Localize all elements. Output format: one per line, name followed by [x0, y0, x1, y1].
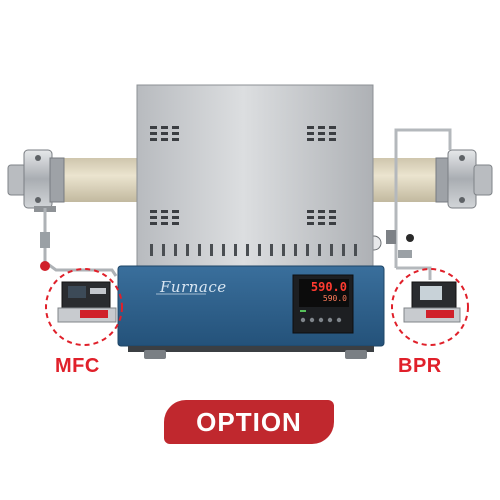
mfc-label: MFC: [55, 355, 100, 377]
furnace-cabinet: [136, 84, 374, 271]
option-button-label: OPTION: [196, 406, 302, 437]
furnace-brand-logo: Furnace: [160, 278, 227, 296]
outlet-gas-line: [366, 128, 452, 280]
vent-slots: [150, 126, 336, 225]
controller-set-value: 590.0: [322, 294, 347, 303]
mfc-unit: [45, 268, 123, 346]
bpr-label: BPR: [398, 355, 442, 377]
right-flange: [435, 149, 493, 209]
temperature-controller: [292, 274, 354, 334]
bpr-unit: [391, 268, 469, 346]
option-button[interactable]: OPTION: [164, 400, 334, 444]
left-flange: [7, 149, 65, 212]
inlet-gas-line: [40, 208, 118, 277]
ventilation-strip: [150, 244, 357, 256]
controller-process-value: 590.0: [310, 280, 347, 294]
